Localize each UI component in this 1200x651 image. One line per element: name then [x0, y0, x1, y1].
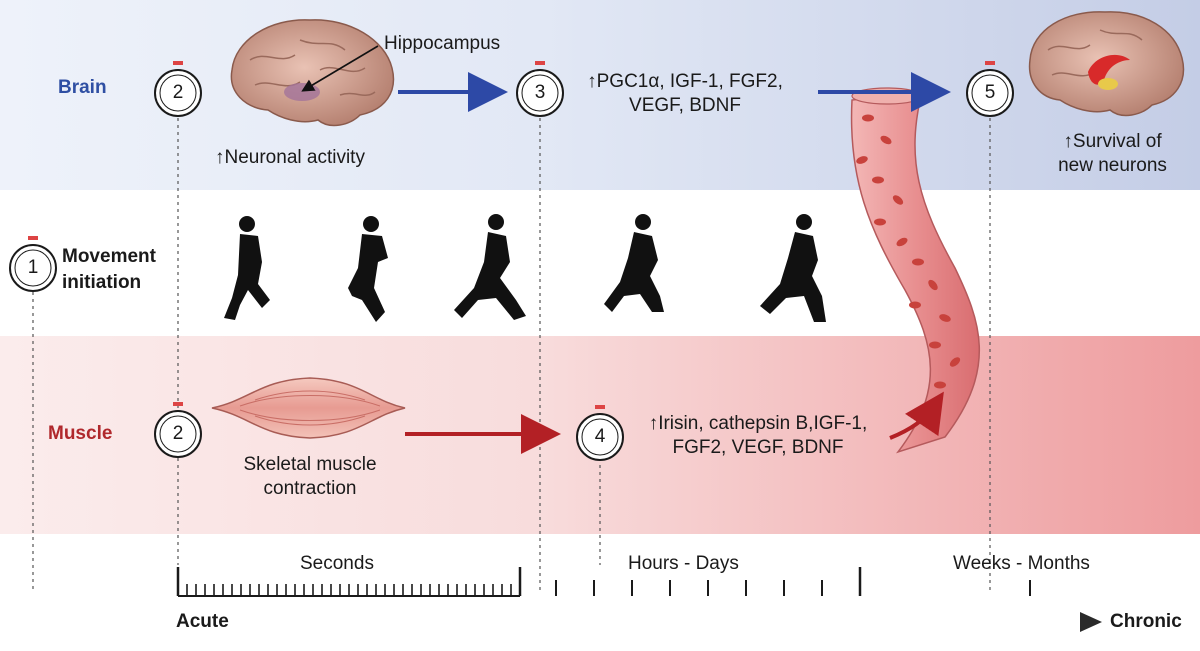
runner-3 — [454, 214, 526, 320]
contraction-line1: Skeletal muscle — [243, 454, 377, 475]
brain-factors-line1-text: PGC1α, IGF-1, FGF2, — [596, 71, 783, 92]
axis-label-chronic: Chronic — [1110, 611, 1182, 632]
up-arrow-icon: ↑ — [648, 413, 659, 434]
timer-2-muscle-number: 2 — [172, 423, 184, 444]
up-arrow-icon: ↑ — [215, 147, 225, 168]
row-label-muscle: Muscle — [48, 423, 112, 445]
brain-illustration-new-neurons — [1028, 11, 1185, 117]
row-label-movement-line2: initiation — [62, 272, 142, 293]
survival-line1-text: Survival of — [1072, 131, 1162, 152]
stopwatch-4-icon — [576, 405, 624, 461]
axis-label-acute: Acute — [176, 611, 229, 632]
muscle-factors-line1: ↑Irisin, cathepsin B,IGF-1, — [624, 412, 892, 436]
timescale-ticks — [176, 567, 1031, 597]
up-arrow-icon: ↑ — [1063, 131, 1073, 152]
row-label-movement-line1: Movement — [62, 246, 156, 267]
row-label-brain: Brain — [58, 77, 107, 99]
timescale-hours-days: Hours - Days — [628, 553, 739, 574]
muscle-factors-label: ↑Irisin, cathepsin B,IGF-1, FGF2, VEGF, … — [624, 412, 892, 460]
hippocampus-label: Hippocampus — [384, 33, 501, 54]
timer-5-number: 5 — [984, 82, 996, 103]
brain-factors-label: ↑PGC1α, IGF-1, FGF2, VEGF, BDNF — [570, 70, 800, 118]
timer-2-brain-number: 2 — [172, 82, 184, 103]
stopwatch-1-icon — [9, 236, 57, 292]
neuronal-activity-label: ↑Neuronal activity — [215, 146, 365, 170]
row-label-brain-text: Brain — [58, 77, 107, 98]
stopwatch-2-muscle-icon — [154, 402, 202, 458]
brain-factors-line1: ↑PGC1α, IGF-1, FGF2, — [570, 70, 800, 94]
timescale-weeks-months: Weeks - Months — [953, 553, 1090, 574]
runner-1 — [224, 216, 270, 320]
survival-label: ↑Survival of new neurons — [1040, 130, 1185, 178]
survival-line1: ↑Survival of — [1040, 130, 1185, 154]
runner-4 — [604, 214, 664, 312]
timer-1-number: 1 — [27, 257, 39, 278]
up-arrow-icon: ↑ — [587, 71, 597, 92]
timeline-guides — [32, 118, 991, 590]
stopwatch-3-icon — [516, 61, 564, 117]
runner-5 — [760, 214, 826, 322]
brain-factors-line2: VEGF, BDNF — [629, 95, 741, 116]
muscle-factors-line1-text: Irisin, cathepsin B,IGF-1, — [658, 413, 868, 434]
runner-silhouettes — [224, 214, 826, 322]
timer-4-number: 4 — [594, 426, 606, 447]
stopwatch-5-icon — [966, 61, 1014, 117]
timer-3-number: 3 — [534, 82, 546, 103]
survival-line2: new neurons — [1058, 155, 1167, 176]
neuronal-activity-text: Neuronal activity — [224, 147, 365, 168]
stopwatches — [9, 61, 1014, 461]
skeletal-muscle-illustration — [211, 377, 406, 439]
axis-arrowhead — [1080, 612, 1102, 632]
stopwatch-2-brain-icon — [154, 61, 202, 117]
contraction-line2: contraction — [263, 478, 357, 499]
contraction-label: Skeletal muscle contraction — [210, 453, 410, 501]
row-label-movement: Movement initiation — [62, 244, 156, 296]
timescale-seconds: Seconds — [300, 553, 374, 574]
muscle-factors-line2: FGF2, VEGF, BDNF — [672, 437, 844, 458]
row-label-muscle-text: Muscle — [48, 423, 113, 444]
blood-vessel-illustration — [850, 87, 980, 454]
brain-illustration-hippocampus — [230, 19, 395, 127]
runner-2 — [348, 216, 388, 322]
